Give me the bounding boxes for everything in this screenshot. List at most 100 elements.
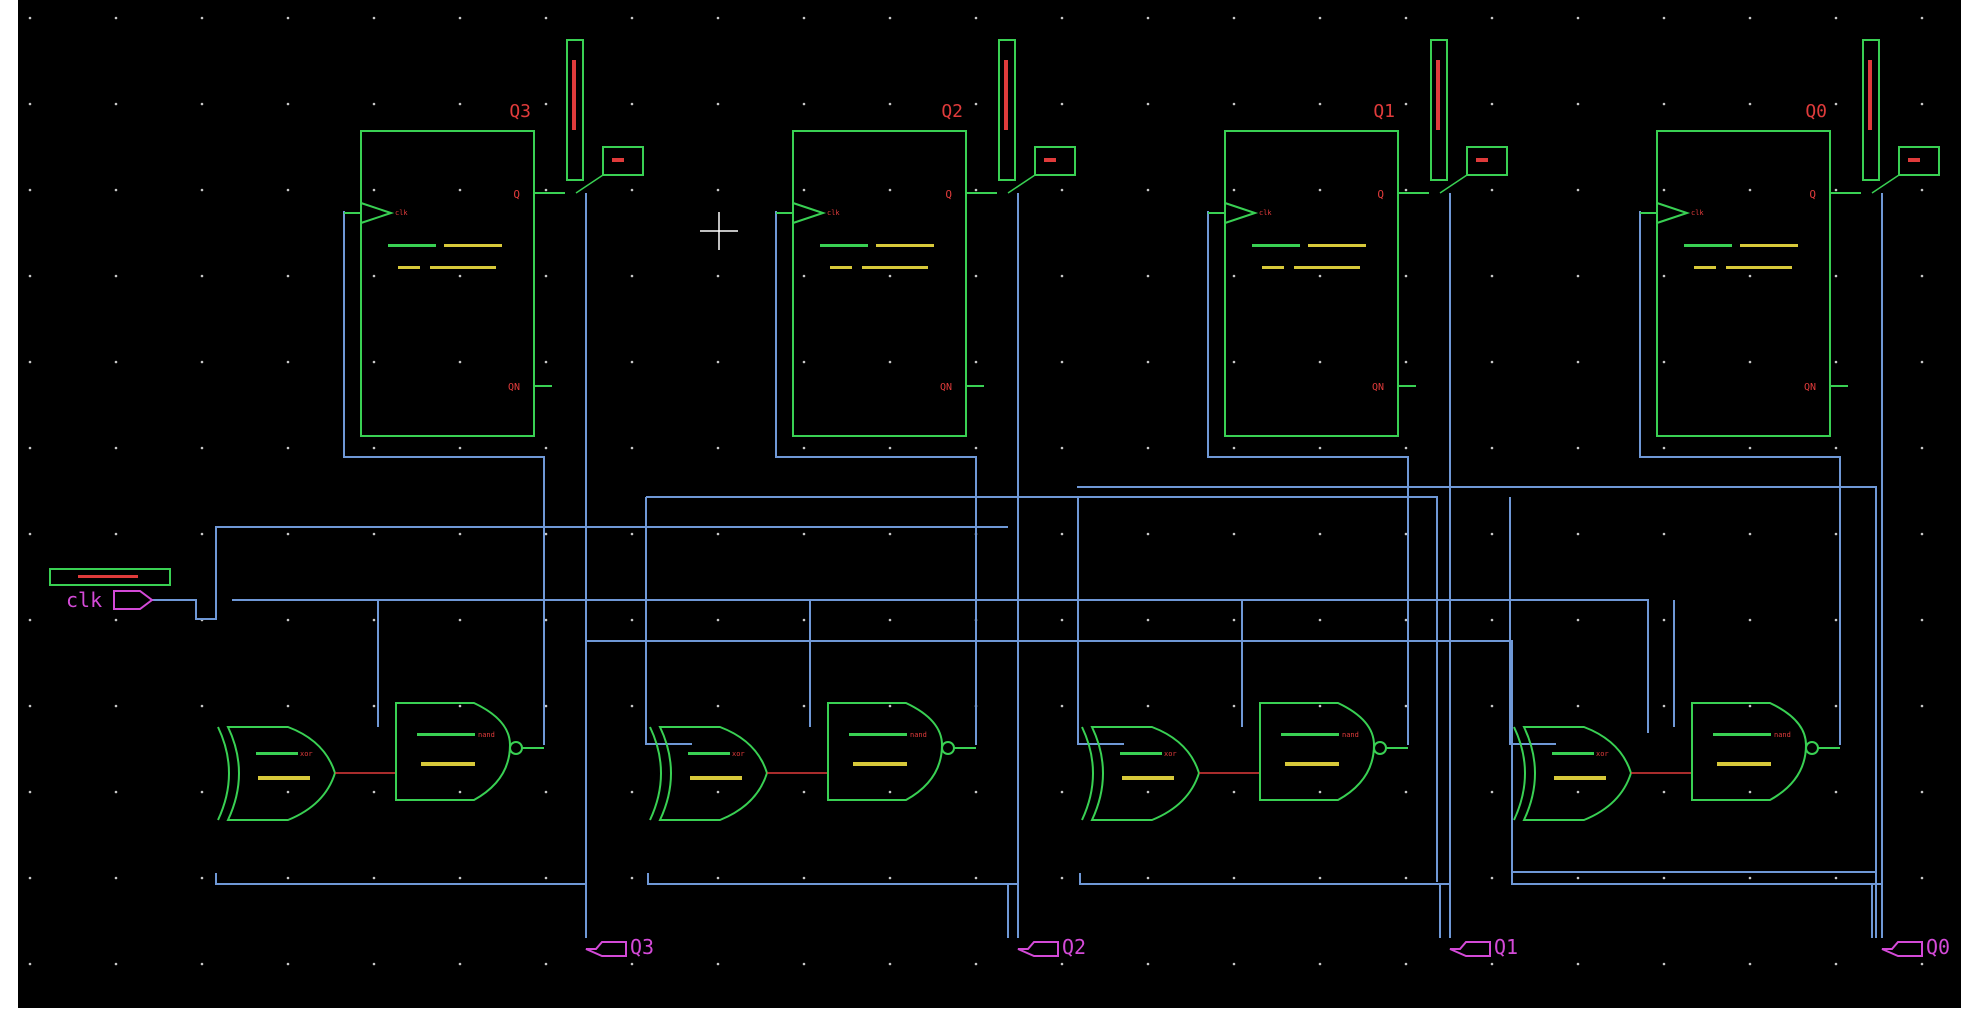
grid-dot [1576, 16, 1580, 20]
grid-dot [1232, 446, 1236, 450]
xor-gate: xor [217, 726, 396, 821]
grid-dot [1748, 532, 1752, 536]
output-port-label: Q3 [630, 935, 654, 959]
probe-link-line [1007, 174, 1036, 194]
vertical-tag-text [572, 60, 576, 130]
q-pin-label: Q [1377, 188, 1384, 201]
grid-dot [114, 188, 118, 192]
nand-gate-label: nand [1342, 731, 1359, 739]
grid-dot [1490, 188, 1494, 192]
xor-gate-label: xor [300, 750, 313, 758]
grid-dot [1834, 188, 1838, 192]
grid-dot [1748, 446, 1752, 450]
instance-name-bar [820, 244, 868, 247]
grid-dot [1662, 618, 1666, 622]
grid-dot [1490, 618, 1494, 622]
xor-gate-body [1090, 726, 1201, 821]
grid-dot [1920, 274, 1924, 278]
grid-dot [888, 188, 892, 192]
clock-triangle-icon [792, 202, 827, 224]
grid-dot [1146, 274, 1150, 278]
grid-dot [286, 704, 290, 708]
grid-dot [286, 102, 290, 106]
instance-name-bar [1552, 752, 1594, 755]
output-port: Q2 [1017, 935, 1086, 959]
grid-dot [802, 446, 806, 450]
grid-dot [1834, 790, 1838, 794]
grid-dot [372, 876, 376, 880]
clk-pin-label: clk [827, 209, 840, 217]
nand-gate: nand [1259, 702, 1408, 801]
instance-type-bar [690, 776, 742, 780]
grid-dot [1232, 188, 1236, 192]
instance-name-bar [830, 266, 852, 269]
grid-dot [1920, 962, 1924, 966]
xor-gate: xor [1513, 726, 1692, 821]
grid-dot [1146, 360, 1150, 364]
probe-tag-text [1908, 158, 1920, 162]
grid-dot [1920, 876, 1924, 880]
grid-dot [1232, 532, 1236, 536]
grid-dot [1060, 618, 1064, 622]
wire [645, 497, 692, 745]
clock-triangle-icon [360, 202, 395, 224]
xor-gate-label: xor [1596, 750, 1609, 758]
output-port-icon [1017, 941, 1059, 957]
grid-dot [28, 16, 32, 20]
grid-dot [458, 16, 462, 20]
wire-layer [152, 193, 1883, 938]
grid-dot [1576, 274, 1580, 278]
wire [1509, 497, 1556, 745]
instance-name-bar [417, 733, 475, 736]
grid-dot [1232, 16, 1236, 20]
grid-dot [716, 532, 720, 536]
grid-dot [716, 618, 720, 622]
output-port: Q1 [1449, 935, 1518, 959]
grid-dot [1748, 16, 1752, 20]
grid-dot [114, 16, 118, 20]
grid-dot [1662, 876, 1666, 880]
grid-dot [1748, 102, 1752, 106]
grid-dot [1748, 876, 1752, 880]
grid-dot [372, 274, 376, 278]
instance-name-bar [256, 752, 298, 755]
grid-dot [1920, 188, 1924, 192]
grid-dot [1576, 360, 1580, 364]
grid-dot [802, 876, 806, 880]
grid-dot [1146, 962, 1150, 966]
grid-dot [1404, 790, 1408, 794]
grid-dot [888, 704, 892, 708]
grid-dot [1404, 274, 1408, 278]
grid-dot [1920, 790, 1924, 794]
grid-dot [630, 360, 634, 364]
instance-type-bar [430, 266, 496, 269]
grid-dot [1404, 360, 1408, 364]
xor-gate-input-arc [1513, 726, 1526, 821]
instance-type-bar [1285, 762, 1339, 766]
grid-dot [1404, 618, 1408, 622]
grid-dot [1060, 274, 1064, 278]
grid-dot [28, 188, 32, 192]
grid-dot [544, 876, 548, 880]
grid-dot [1576, 532, 1580, 536]
instance-type-bar [1122, 776, 1174, 780]
output-port: Q0 [1881, 935, 1950, 959]
grid-dot [1490, 704, 1494, 708]
grid-dots [28, 16, 1924, 966]
grid-dot [1834, 102, 1838, 106]
output-port: Q3 [585, 935, 654, 959]
grid-dot [1404, 962, 1408, 966]
grid-dot [544, 16, 548, 20]
instance-type-bar [1726, 266, 1792, 269]
grid-dot [1146, 16, 1150, 20]
nand-gate: nand [1691, 702, 1840, 801]
grid-dot [1834, 962, 1838, 966]
grid-dot [974, 446, 978, 450]
instance-name-bar [849, 733, 907, 736]
grid-dot [888, 16, 892, 20]
canvas-background [18, 0, 1961, 1008]
grid-dot [1662, 274, 1666, 278]
grid-dot [802, 532, 806, 536]
